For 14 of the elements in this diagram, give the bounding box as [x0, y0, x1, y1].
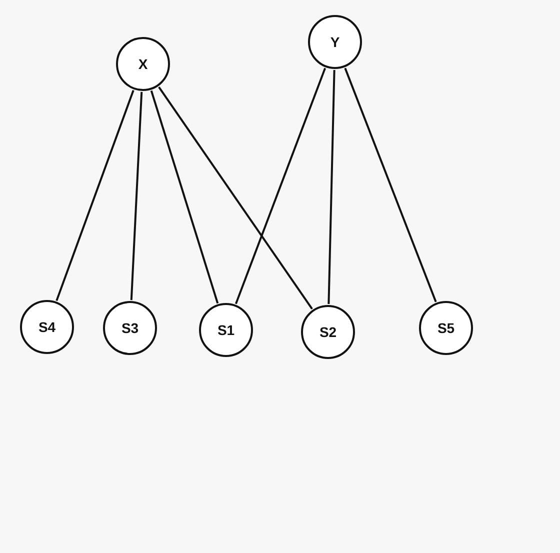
node-label: S3 [121, 321, 139, 335]
node-label: S1 [217, 323, 235, 337]
connector-line [344, 68, 437, 302]
connector-line [130, 92, 143, 300]
connector-line [234, 68, 326, 304]
node-label: S4 [38, 320, 56, 334]
node-label: S5 [437, 321, 455, 335]
connector-line [158, 86, 313, 310]
connector-line [328, 70, 336, 304]
connector-line [150, 90, 219, 304]
connector-line [56, 90, 134, 302]
node-label: Y [330, 35, 340, 49]
node-label: S2 [319, 325, 337, 339]
node-label: X [138, 57, 148, 71]
